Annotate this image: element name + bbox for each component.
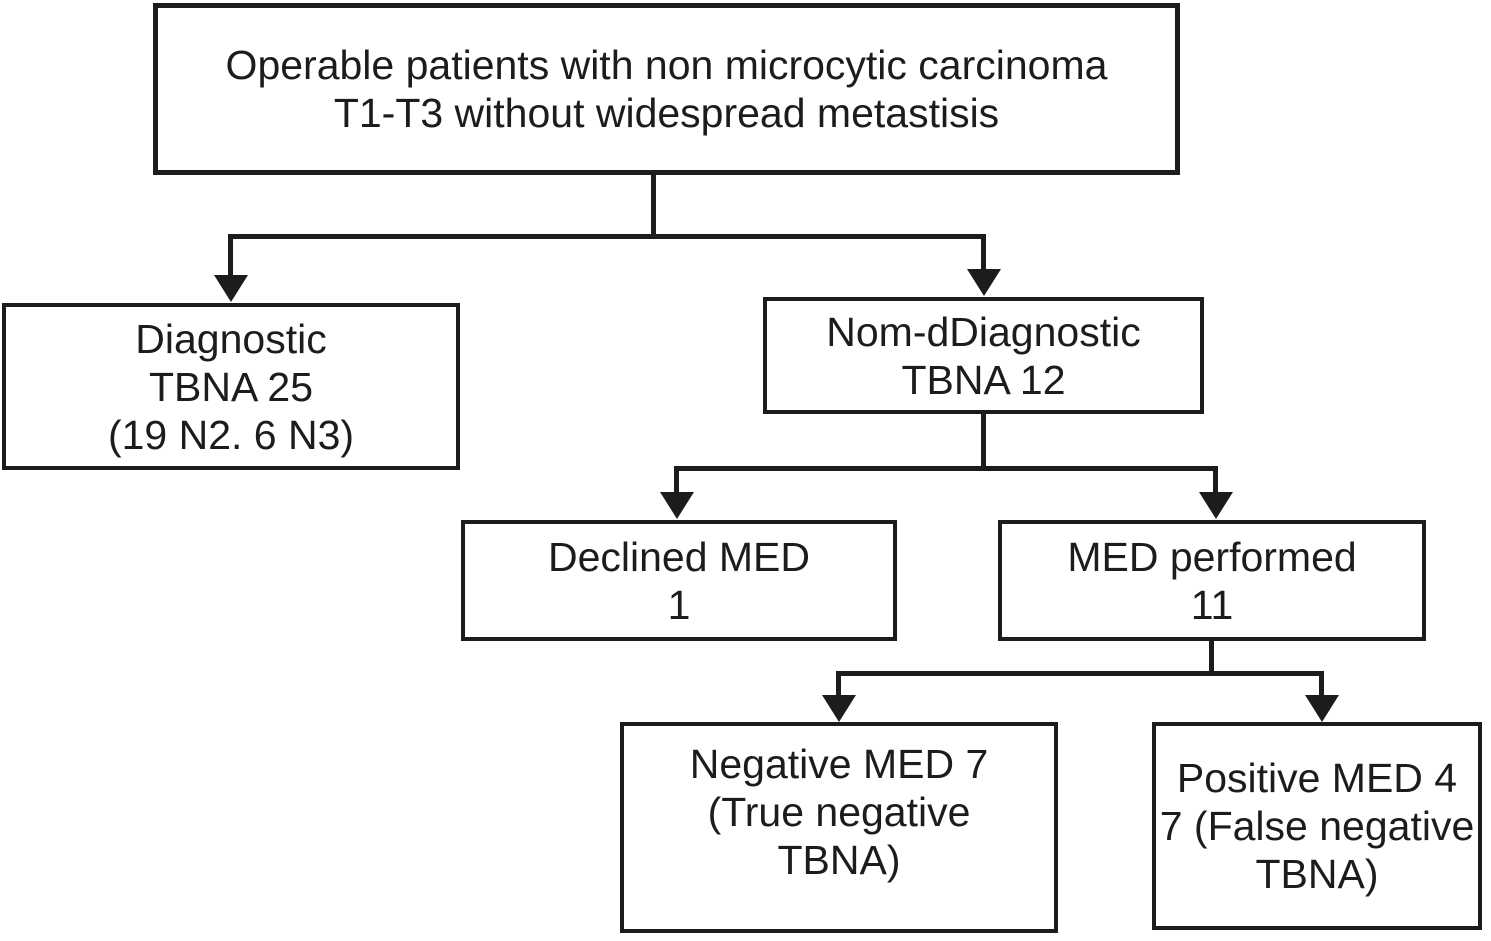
node-operable-patients: Operable patients with non microcytic ca… xyxy=(153,3,1180,175)
node-text-line: MED performed xyxy=(1067,533,1357,580)
connector-medperformed-right-drop xyxy=(1319,671,1324,695)
node-diagnostic-tbna: Diagnostic TBNA 25 (19 N2. 6 N3) xyxy=(2,303,460,470)
connector-nondiagnostic-right-drop xyxy=(1213,466,1218,496)
node-text-line: TBNA) xyxy=(777,837,901,883)
connector-nondiagnostic-stem xyxy=(981,414,986,468)
connector-root-right-drop xyxy=(981,234,986,274)
node-text-line: Positive MED 4 xyxy=(1176,755,1458,801)
arrow-down-icon xyxy=(1305,695,1339,722)
node-text-line: T1-T3 without widespread metastisis xyxy=(333,90,1000,136)
connector-nondiagnostic-branch xyxy=(674,466,1218,471)
connector-root-left-drop xyxy=(228,234,233,280)
connector-nondiagnostic-left-drop xyxy=(674,466,679,496)
node-positive-med: Positive MED 4 7 (False negative TBNA) xyxy=(1152,722,1482,930)
node-text-line: TBNA 12 xyxy=(901,356,1066,403)
node-text-line: TBNA) xyxy=(1255,851,1379,897)
node-text-line: Declined MED xyxy=(547,533,811,580)
node-text-line: 1 xyxy=(667,581,691,628)
node-text-line: Operable patients with non microcytic ca… xyxy=(225,42,1108,88)
node-med-performed: MED performed 11 xyxy=(998,520,1426,641)
arrow-down-icon xyxy=(822,695,856,722)
node-negative-med: Negative MED 7 (True negative TBNA) xyxy=(620,722,1058,933)
arrow-down-icon xyxy=(214,275,248,302)
connector-medperformed-left-drop xyxy=(836,671,841,695)
node-declined-med: Declined MED 1 xyxy=(461,520,897,641)
node-text-line: 11 xyxy=(1190,581,1234,628)
connector-root-branch xyxy=(228,234,986,239)
connector-root-stem xyxy=(651,175,656,239)
connector-medperformed-stem xyxy=(1209,641,1214,675)
node-nondiagnostic-tbna: Nom-dDiagnostic TBNA 12 xyxy=(763,297,1204,414)
arrow-down-icon xyxy=(1199,492,1233,519)
node-text-line: Nom-dDiagnostic xyxy=(826,308,1141,355)
node-text-line: TBNA 25 xyxy=(148,363,314,410)
node-text-line: 7 (False negative xyxy=(1159,803,1475,849)
arrow-down-icon xyxy=(967,269,1001,296)
arrow-down-icon xyxy=(660,492,694,519)
node-text-line: (True negative xyxy=(707,789,971,835)
node-text-line: Negative MED 7 xyxy=(689,741,989,787)
node-text-line: (19 N2. 6 N3) xyxy=(107,411,355,458)
node-text-line: Diagnostic xyxy=(135,315,327,362)
connector-medperformed-branch xyxy=(836,671,1324,676)
